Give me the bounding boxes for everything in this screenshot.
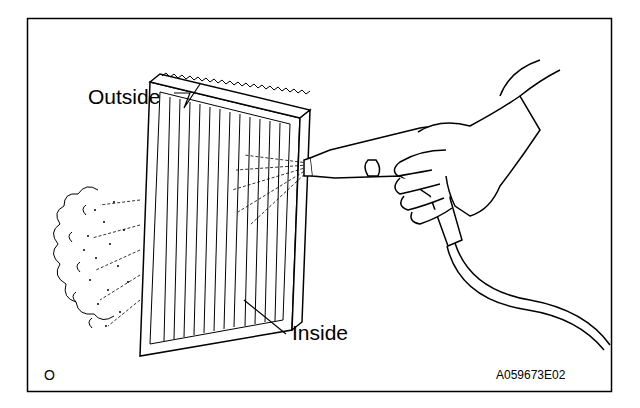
air-spray	[232, 155, 308, 225]
part-label: Outside	[88, 86, 160, 107]
leader-lines	[174, 84, 286, 334]
air-filter-element	[140, 74, 310, 356]
filter-pleats	[162, 73, 310, 341]
part-label: Inside	[292, 322, 348, 343]
air-hose	[447, 243, 610, 350]
dust-particles	[83, 201, 129, 327]
figure-frame	[28, 19, 612, 392]
dust-cloud	[53, 187, 114, 328]
figure-code: A059673E02	[496, 369, 565, 381]
blow-through-lines	[92, 200, 140, 326]
hand	[394, 60, 560, 224]
figure-marker: O	[44, 368, 55, 382]
